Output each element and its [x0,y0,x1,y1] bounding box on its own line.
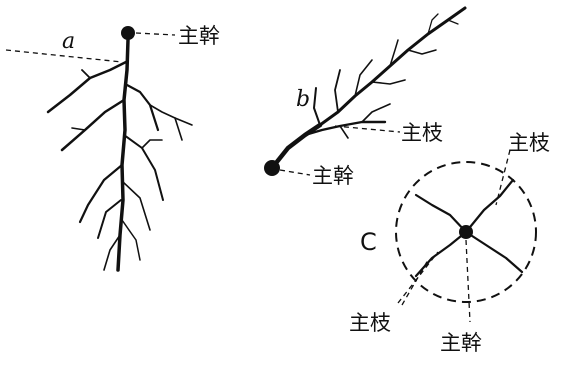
figure-c-letter: C [360,228,377,256]
figure-b-branch-label: 主枝 [401,121,443,145]
figure-b-branch-leader [335,126,400,132]
figure-c-branch-leader-top [496,150,510,205]
figure-c-branch-label-top: 主枝 [508,131,550,155]
figure-a-trunk-label: 主幹 [178,24,220,48]
figure-c-trunk-label: 主幹 [440,331,482,355]
figure-c-trunk-point [459,225,473,239]
figure-b-trunk-leader [280,170,310,175]
figure-b-letter: b [296,87,310,112]
figure-a: a 主幹 [6,24,220,270]
figure-a-letter: a [62,29,75,54]
figure-b: b 主枝 主幹 [264,8,465,188]
figure-a-root-system [48,40,192,270]
figure-c: C 主枝 主枝 主幹 [349,131,550,355]
figure-a-trunk-point [121,26,135,40]
figure-b-trunk-label: 主幹 [312,164,354,188]
figure-a-trunk-leader [136,33,175,35]
figure-c-trunk-leader [466,240,470,322]
figure-c-branch-label-bottom: 主枝 [349,311,391,335]
